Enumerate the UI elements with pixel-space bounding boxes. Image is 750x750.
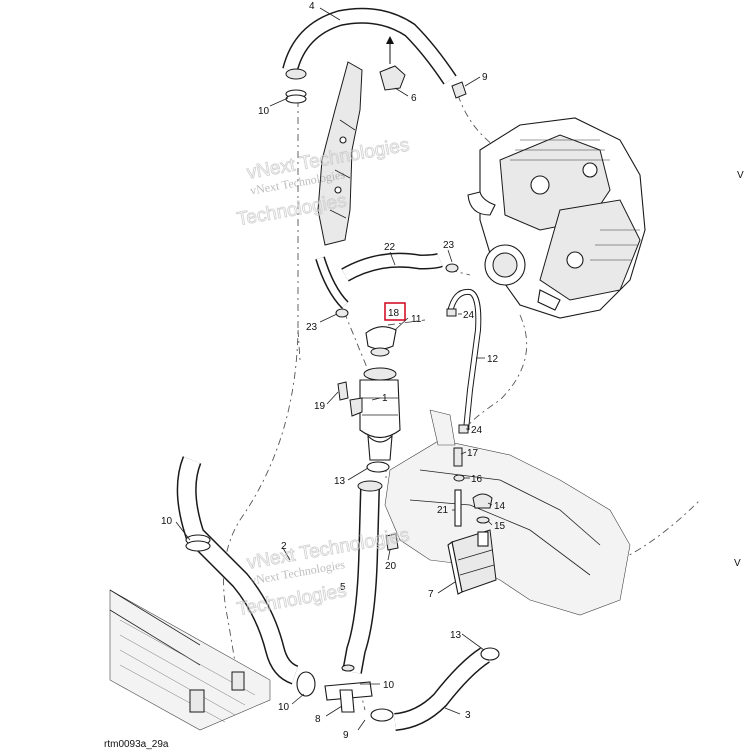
label-3: 3 (465, 710, 471, 721)
label-10-bottom-left: 10 (278, 702, 290, 713)
label-13-middle: 13 (334, 476, 346, 487)
t-fitting-8 (324, 664, 373, 713)
tube-21 (454, 489, 462, 527)
cap-11 (365, 326, 397, 357)
label-8: 8 (315, 714, 321, 725)
screw-9 (451, 81, 467, 99)
label-23-upper: 23 (443, 240, 455, 251)
reservoir-1 (349, 367, 401, 461)
label-11: 11 (411, 314, 422, 325)
figure-code: rtm0093a_29a (104, 739, 169, 750)
hose-5 (342, 480, 383, 674)
label-18: 18 (388, 308, 400, 319)
radiator (109, 589, 271, 731)
callout-labels: 4 10 6 9 22 23 23 18 11 24 12 1 19 24 17… (161, 1, 744, 741)
label-24-upper: 24 (463, 310, 475, 321)
label-4: 4 (309, 1, 315, 12)
edge-label-upper: V (737, 170, 744, 181)
clamp-13-middle (366, 461, 390, 473)
engine-block (467, 117, 646, 319)
leader-lines (175, 7, 493, 731)
label-9-lower: 9 (343, 730, 349, 741)
label-2: 2 (281, 541, 287, 552)
valve-17 (453, 447, 463, 467)
fitting-20 (385, 533, 399, 551)
fitting-6 (379, 36, 406, 91)
label-19: 19 (314, 401, 326, 412)
label-23-lower: 23 (306, 322, 318, 333)
label-20: 20 (385, 561, 397, 572)
label-15: 15 (494, 521, 506, 532)
tank-7 (447, 529, 497, 595)
hose-3 (393, 647, 491, 731)
label-6: 6 (411, 93, 417, 104)
label-16: 16 (471, 474, 483, 485)
label-1: 1 (382, 393, 388, 404)
hose-22 (315, 252, 443, 309)
watermark-lower: vNext Technologies vNext Technologies Te… (235, 524, 412, 621)
edge-label-lower: V (734, 558, 741, 569)
label-10-left: 10 (161, 516, 173, 527)
cap-14 (472, 493, 493, 509)
hose-12 (447, 288, 482, 431)
hose-4 (282, 7, 457, 85)
label-13-lower: 13 (450, 630, 462, 641)
hose-2 (176, 456, 299, 685)
frame-bracket (317, 61, 363, 246)
clamp-23-a (445, 263, 459, 273)
seal-15 (476, 516, 490, 524)
label-22: 22 (384, 242, 396, 253)
grommet-16 (453, 474, 465, 482)
label-14: 14 (494, 501, 506, 512)
label-5: 5 (340, 582, 346, 593)
clamp-10-upper (285, 89, 307, 104)
clamp-10-right (370, 708, 394, 722)
label-17: 17 (467, 448, 479, 459)
clip-24-a (446, 308, 457, 317)
label-12: 12 (487, 354, 499, 365)
clamp-13-lower (480, 647, 500, 661)
chassis-section (384, 409, 631, 616)
highlight-box-18 (384, 302, 406, 321)
label-7: 7 (428, 589, 434, 600)
clamp-23-b (335, 308, 349, 318)
label-9: 9 (482, 72, 488, 83)
clamp-10-left (185, 534, 211, 552)
label-24-lower: 24 (471, 425, 483, 436)
label-10-top: 10 (258, 106, 270, 117)
assembly-lines (223, 50, 701, 711)
clamp-10-bottom-left (296, 671, 316, 697)
label-10-bottom-right: 10 (383, 680, 395, 691)
screw-19 (337, 381, 349, 401)
label-21: 21 (437, 505, 449, 516)
